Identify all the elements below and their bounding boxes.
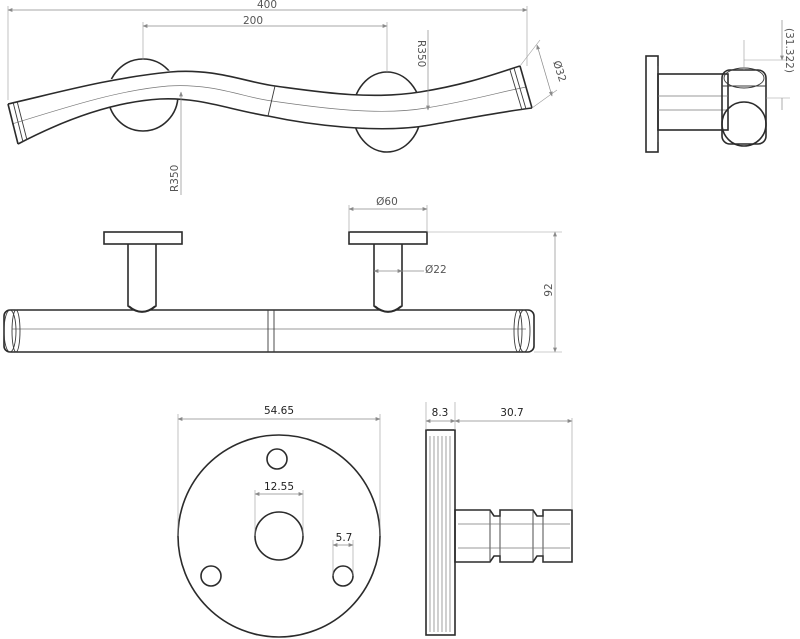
flange-view: 54.65 12.55 5.7 (177, 405, 381, 638)
dim-screw-hole: 5.7 (336, 532, 353, 544)
dim-post-spacing: 200 (243, 15, 263, 27)
front-left-post (127, 244, 157, 313)
center-hole (254, 511, 304, 561)
dim-center-hole: 12.55 (264, 481, 294, 493)
screw-hole-top (266, 448, 288, 470)
bracket-view: 8.3 30.7 (425, 402, 573, 636)
front-right-flange (348, 231, 428, 245)
dim-height: 92 (543, 283, 555, 296)
bracket-post (454, 509, 573, 563)
dim-tube-diameter: Ø32 (550, 59, 568, 83)
dim-radius-lower: R350 (169, 165, 181, 192)
flange-hatch (429, 436, 451, 632)
front-right-post (373, 244, 403, 313)
side-flange (645, 55, 659, 153)
top-view: 400 200 R350 R350 Ø32 (7, 0, 568, 195)
dim-overall-length: 400 (257, 0, 277, 11)
screw-hole-right (332, 565, 354, 587)
screw-hole-left (200, 565, 222, 587)
dim-post-diameter: Ø22 (425, 264, 447, 276)
dim-bracket-length: 30.7 (500, 407, 523, 419)
dim-projection: (31.322) (783, 28, 795, 73)
dim-radius-upper: R350 (415, 40, 427, 67)
front-view: Ø60 Ø22 92 (3, 196, 562, 353)
front-bar (3, 309, 535, 353)
side-view: (31.322) (645, 20, 795, 153)
front-left-flange (103, 231, 183, 245)
dim-flange-thickness: 8.3 (432, 407, 449, 419)
dim-flange-diameter: Ø60 (376, 196, 398, 208)
dim-flange-width: 54.65 (264, 405, 294, 417)
